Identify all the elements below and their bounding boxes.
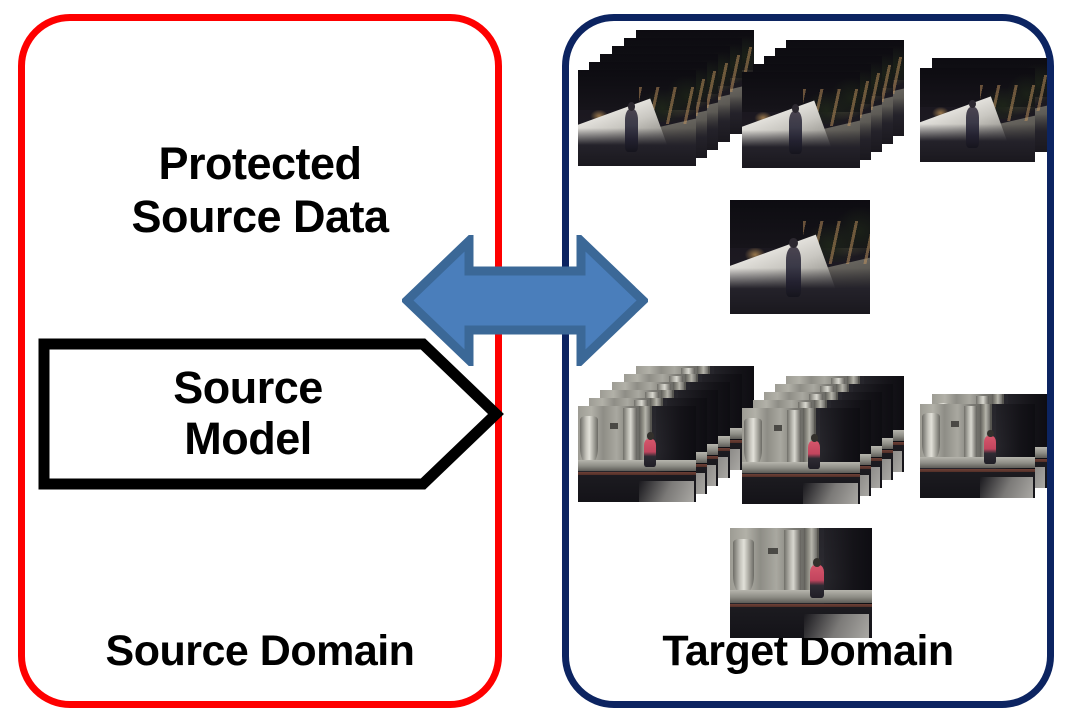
target-clip-single-night [730,200,870,314]
source-domain-caption: Source Domain [105,627,415,675]
target-clip-stack-night-2 [742,40,907,172]
protected-source-data-heading: Protected Source Data [25,138,495,243]
bidirectional-transfer-arrow-icon [402,235,648,366]
target-clip-stack-platform-3 [920,394,1060,506]
heading-line-1: Protected [158,138,362,189]
target-clip-stack-night-1 [578,30,756,170]
target-clip-single-platform [730,528,872,638]
source-model-shape [38,338,504,490]
heading-line-2: Source Data [131,190,389,242]
target-clip-stack-platform-1 [578,366,756,506]
target-clip-stack-platform-2 [742,376,907,508]
target-clip-stack-night-3 [920,58,1060,170]
